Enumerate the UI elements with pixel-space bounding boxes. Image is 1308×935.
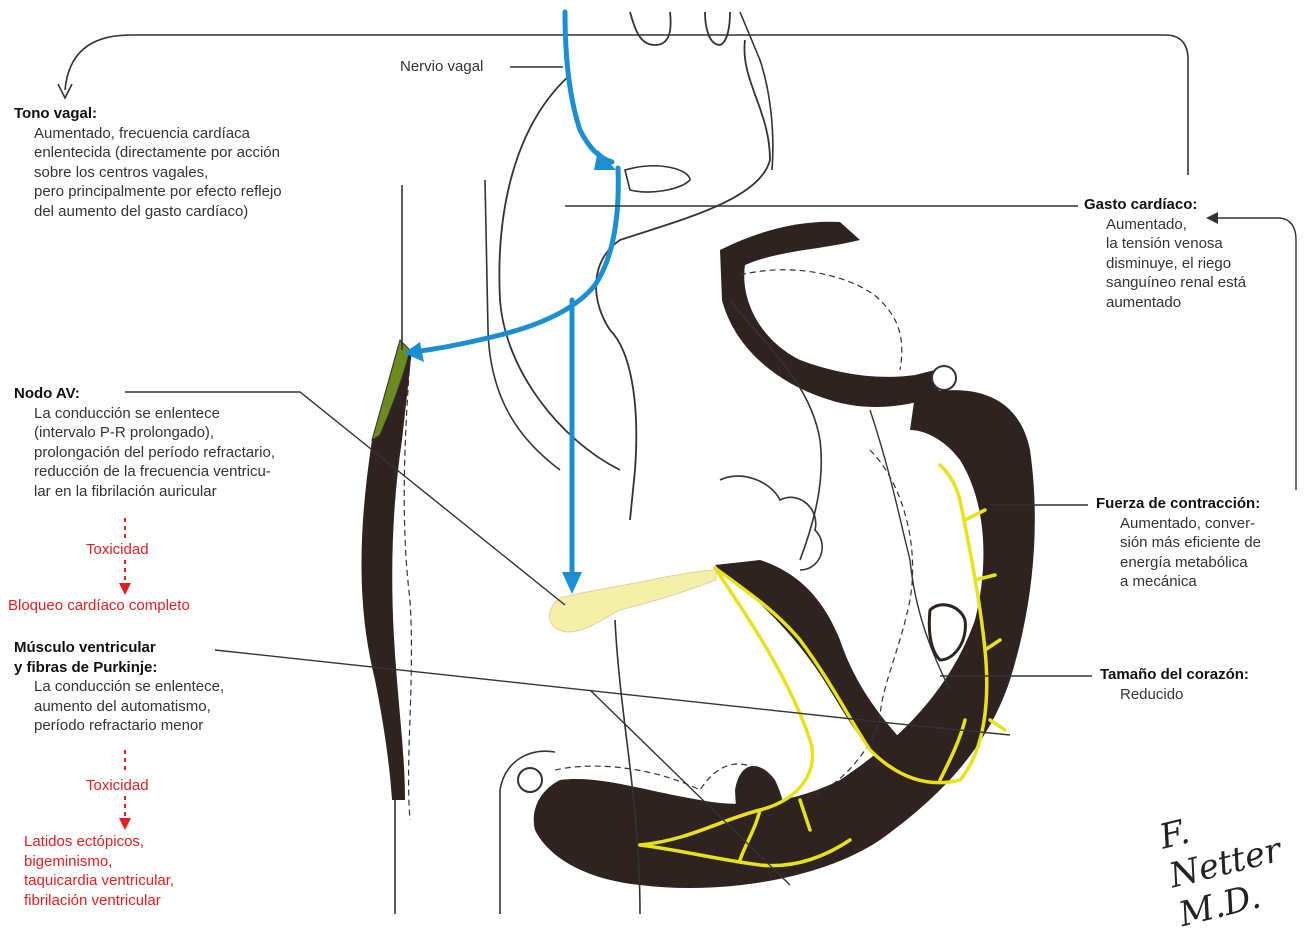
svc-line xyxy=(485,180,560,470)
gasto-line: la tensión venosa xyxy=(1084,234,1246,254)
left-atrium-wall xyxy=(720,222,940,407)
toxicity-arrowhead-nodo xyxy=(119,583,131,595)
musculo-toxicity-result: bigeminismo, xyxy=(24,852,174,872)
fuerza-line: sión más eficiente de xyxy=(1096,533,1261,553)
fuerza-line: energía metabólica xyxy=(1096,553,1261,573)
nodo-av-line: lar en la fibrilación auricular xyxy=(14,482,275,502)
fuerza-line: a mecánica xyxy=(1096,572,1261,592)
nodo-av-line: La conducción se enlentece xyxy=(14,404,275,424)
gasto-line: disminuye, el riego xyxy=(1084,254,1246,274)
musculo-toxicity-result: fibrilación ventricular xyxy=(24,891,174,911)
gasto-line: sanguíneo renal está xyxy=(1084,273,1246,293)
leader-musculo xyxy=(215,650,1010,735)
tamano-block: Tamaño del corazón: Reducido xyxy=(1100,665,1249,704)
musculo-toxicity-label: Toxicidad xyxy=(86,776,149,796)
vessel-top-1 xyxy=(630,12,671,45)
fuerza-heading: Fuerza de contracción: xyxy=(1096,494,1261,514)
musculo-line: La conducción se enlentece, xyxy=(14,677,224,697)
tono-vagal-line: del aumento del gasto cardíaco) xyxy=(14,202,282,222)
musculo-block: Músculo ventricular y fibras de Purkinje… xyxy=(14,638,224,736)
vessel-top-2 xyxy=(705,12,730,45)
tono-vagal-heading: Tono vagal: xyxy=(14,104,282,124)
vagal-nerve xyxy=(412,12,618,580)
pulmonary-trunk xyxy=(625,166,690,192)
musculo-line: período refractario menor xyxy=(14,716,224,736)
nodo-av-line: (intervalo P-R prolongado), xyxy=(14,423,275,443)
nodo-av-toxicity-label: Toxicidad xyxy=(86,540,149,560)
tono-vagal-line: pero principalmente por efecto reflejo xyxy=(14,182,282,202)
toxicity-arrowhead-musculo xyxy=(119,818,131,830)
tricuspid-ring xyxy=(518,768,542,792)
musculo-toxicity-result: taquicardia ventricular, xyxy=(24,871,174,891)
tono-vagal-block: Tono vagal: Aumentado, frecuencia cardía… xyxy=(14,104,282,221)
tamano-heading: Tamaño del corazón: xyxy=(1100,665,1249,685)
gasto-heading: Gasto cardíaco: xyxy=(1084,195,1246,215)
gasto-block: Gasto cardíaco: Aumentado, la tensión ve… xyxy=(1084,195,1246,312)
musculo-line: aumento del automatismo, xyxy=(14,697,224,717)
musculo-toxicity-results: Latidos ectópicos, bigeminismo, taquicar… xyxy=(24,832,174,910)
gasto-line: aumentado xyxy=(1084,293,1246,313)
tono-vagal-line: enlentecida (directamente por acción xyxy=(14,143,282,163)
pulmonary-vein-ring xyxy=(932,366,956,390)
tono-vagal-line: sobre los centros vagales, xyxy=(14,163,282,183)
musculo-heading: y fibras de Purkinje: xyxy=(14,658,224,678)
vagal-arrowhead-3 xyxy=(562,572,582,594)
fuerza-block: Fuerza de contracción: Aumentado, conver… xyxy=(1096,494,1261,592)
tono-vagal-line: Aumentado, frecuencia cardíaca xyxy=(14,124,282,144)
atrium-dashed xyxy=(404,360,411,820)
papillary-muscle-2 xyxy=(929,605,965,660)
nervio-vagal-label: Nervio vagal xyxy=(400,57,483,77)
nodo-av-toxicity-result: Bloqueo cardíaco completo xyxy=(8,596,190,616)
tamano-line: Reducido xyxy=(1100,685,1249,705)
valve-cusps xyxy=(720,476,822,570)
gasto-line: Aumentado, xyxy=(1084,215,1246,235)
fuerza-line: Aumentado, conver- xyxy=(1096,514,1261,534)
musculo-toxicity-result: Latidos ectópicos, xyxy=(24,832,174,852)
musculo-heading: Músculo ventricular xyxy=(14,638,224,658)
nodo-av-block: Nodo AV: La conducción se enlentece (int… xyxy=(14,384,275,501)
nodo-av-line: prolongación del período refractario, xyxy=(14,443,275,463)
nodo-av-heading: Nodo AV: xyxy=(14,384,275,404)
nodo-av-line: reducción de la frecuencia ventricu- xyxy=(14,462,275,482)
